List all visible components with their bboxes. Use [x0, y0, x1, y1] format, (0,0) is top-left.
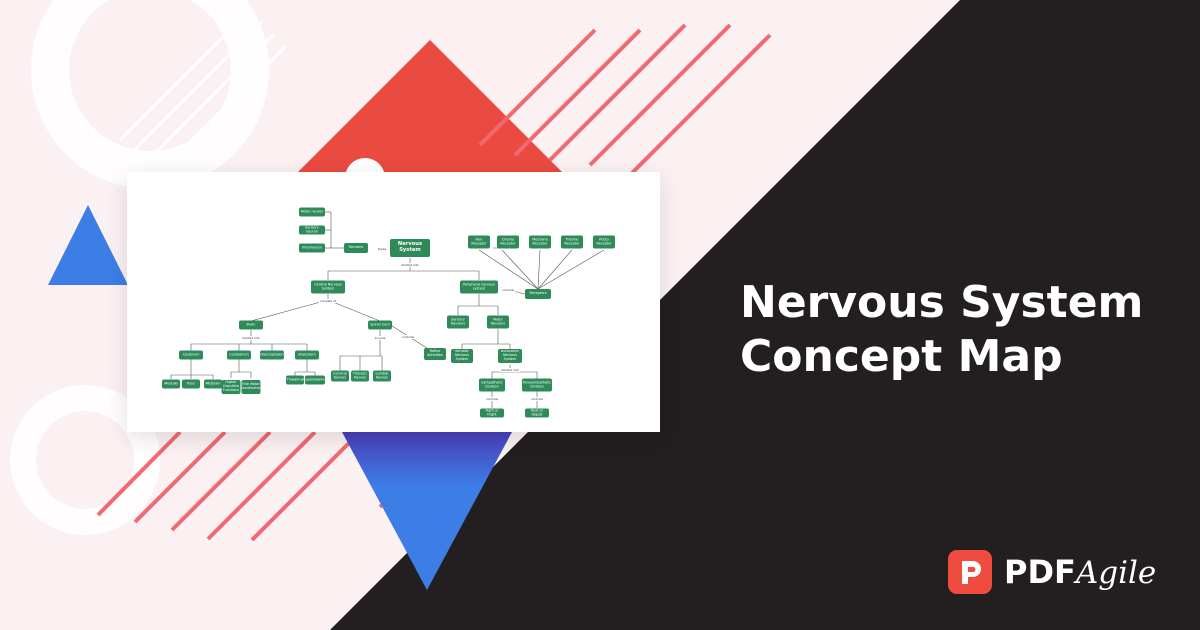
- node-mechano-receptor: Mechano Receptor: [529, 235, 551, 249]
- node-somatic-nervous-system: Somatic Nervous System: [451, 349, 473, 363]
- node-sympathetic-division: Sympathetic Division: [479, 378, 505, 392]
- node-fight-or-flight: Fight or Flight: [480, 408, 504, 418]
- title-line-2: Concept Map: [740, 331, 1063, 382]
- link-label-types: Types: [376, 247, 388, 251]
- decorative-faint-stripes: [118, 8, 288, 178]
- node-pain-receptor: Pain Receptor: [468, 235, 490, 249]
- decorative-red-stripes-top: [478, 23, 772, 175]
- brand-wordmark: PDFAgile: [1004, 552, 1156, 593]
- node-photo-receptor: Photo Receptor: [593, 235, 615, 249]
- link-label-controls-parasympathetic: controls: [530, 397, 544, 401]
- link-label-consists-of: consists of: [319, 299, 337, 303]
- node-motor-neuron: Motor neuron: [299, 207, 325, 217]
- node-brainstem: Brainstem: [295, 350, 319, 360]
- link-label-divided-into-brain: divided into: [241, 336, 261, 340]
- decorative-ring: [10, 385, 160, 535]
- node-diencephalon: Diencephalon: [260, 350, 284, 360]
- node-receptors: Receptors: [525, 289, 551, 299]
- link-label-divided-into-autonomic: divided into: [500, 368, 520, 372]
- node-peripheral-nervous-system: Peripheral nervous system: [460, 280, 498, 294]
- brand-name-script: Agile: [1075, 555, 1157, 591]
- page-title: Nervous System Concept Map: [740, 276, 1143, 384]
- node-thermo-receptor: Thermo Receptor: [561, 235, 583, 249]
- node-higher-cognitive-functions: Higher Cognitive Functions: [221, 380, 241, 394]
- node-lumbar-nerves: Lumbar Nerves: [373, 370, 391, 382]
- node-thalamus: Thalamus: [286, 375, 304, 385]
- node-spinal-cord: Spinal Cord: [368, 320, 392, 330]
- node-nervous-system: Nervous System: [390, 239, 430, 257]
- node-thoracic-nerves: Thoracic Nerves: [351, 370, 369, 382]
- brand-name-bold: PDF: [1004, 553, 1076, 591]
- node-reflex-activities: Reflex Activities: [424, 348, 446, 360]
- node-sensory-neuron: Sensory neuron: [299, 225, 325, 235]
- dark-panel: [330, 0, 1200, 630]
- node-cerebellum: Cerebellum: [227, 350, 251, 360]
- pdf-agile-logo-icon: [948, 550, 992, 594]
- node-parasympathetic-division: Parasympathetic Division: [522, 378, 552, 392]
- node-midbrain: Midbrain: [204, 379, 222, 389]
- link-label-divided-into: divided into: [400, 263, 420, 267]
- node-chemo-receptor: Chemo Receptor: [497, 235, 519, 249]
- node-fine-motor-coordination: Fine Motor Coordination: [240, 380, 262, 394]
- link-label-controls: controls: [401, 335, 415, 339]
- node-medulla: Medulla: [162, 379, 180, 389]
- node-rest-or-digest: Rest or Digest: [525, 408, 549, 418]
- concept-map-connectors: [170, 211, 605, 408]
- node-motor-neurons: Motor Neurons: [487, 315, 509, 329]
- node-sensory-neurons: Sensory Neurons: [447, 315, 469, 329]
- node-hypothalamus: Hypothalamus: [303, 375, 327, 385]
- blue-triangle-bottom: [342, 432, 512, 590]
- decorative-ring: [31, 0, 269, 189]
- title-line-1: Nervous System: [740, 277, 1144, 328]
- link-label-controls-pns: controls: [501, 288, 515, 292]
- link-label-controls-sympathetic: controls: [485, 397, 499, 401]
- node-cerebrum: Cerebrum: [179, 350, 203, 360]
- concept-map-card: Motor neuron Sensory neuron Interneuron …: [127, 172, 660, 432]
- node-brain: Brain: [239, 320, 263, 330]
- node-pons: Pons: [182, 379, 200, 389]
- link-label-include: include: [373, 336, 387, 340]
- node-central-nervous-system: Central Nervous System: [311, 280, 345, 294]
- node-cervical-nerves: Cervical Nerves: [331, 370, 349, 382]
- blue-triangle-left: [48, 205, 128, 285]
- node-neurons: Neurons: [344, 243, 368, 253]
- node-interneuron: Interneuron: [299, 243, 325, 253]
- node-autonomic-nervous-system: Autonomic Nervous System: [498, 349, 522, 363]
